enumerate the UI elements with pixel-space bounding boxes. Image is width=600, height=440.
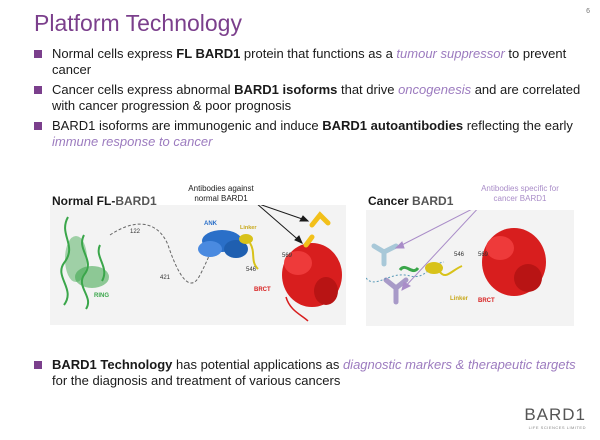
ring-label: RING: [94, 293, 109, 299]
square-bullet-icon: [34, 50, 42, 58]
antibody-icon: [371, 243, 409, 305]
bullet-text: Cancer cells express abnormal: [52, 82, 235, 97]
residue-label-569: 569: [282, 253, 293, 259]
bullet-text: to prevent cancer: [52, 46, 567, 77]
square-bullet-icon: [34, 361, 42, 369]
bullet-text: that drive: [337, 82, 399, 97]
square-bullet-icon: [34, 122, 42, 130]
cancer-bard1-structure-diagram: 546 569 Linker BRCT: [366, 210, 574, 326]
bullet-item: Cancer cells express abnormal BARD1 isof…: [34, 82, 594, 114]
linker-label: Linker: [450, 296, 469, 302]
bard1-logo: BARD1 LIFE SCIENCES LIMITED: [524, 405, 586, 430]
brct-label: BRCT: [254, 287, 271, 293]
bullet-emphasis-text: tumour suppressor: [396, 46, 505, 61]
antibody-icon: [303, 211, 331, 248]
brct-label: BRCT: [478, 298, 495, 304]
bullet-text: for the diagnosis and treatment of vario…: [52, 373, 341, 388]
residue-label-122: 122: [130, 229, 141, 235]
bullet-bold-text: FL BARD1: [176, 46, 241, 61]
heading-text: BARD1: [115, 194, 157, 208]
bullet-emphasis-text: oncogenesis: [398, 82, 472, 97]
heading-text: Normal FL-: [52, 194, 116, 208]
logo-text: BARD1: [524, 405, 586, 424]
linker-domain: [425, 262, 463, 276]
brct-domain: [282, 243, 342, 322]
bullet-bold-text: BARD1 Technology: [52, 357, 173, 372]
bottom-bullet-item: BARD1 Technology has potential applicati…: [34, 357, 592, 389]
normal-bard1-heading: Normal FL-BARD1: [52, 194, 157, 208]
linker-domain: [239, 234, 259, 270]
bullet-text: protein that functions as a: [240, 46, 397, 61]
bullet-text: Normal cells express: [52, 46, 177, 61]
bullet-text: BARD1 isoforms are immunogenic and induc…: [52, 118, 323, 133]
bullet-bold-text: BARD1 isoforms: [234, 82, 338, 97]
ank-domain: [198, 230, 248, 258]
ring-fragment: [398, 265, 420, 273]
square-bullet-icon: [34, 86, 42, 94]
normal-antibody-annotation: Antibodies against normal BARD1: [188, 184, 254, 203]
residue-label-421: 421: [160, 275, 171, 281]
linker-label: Linker: [240, 225, 257, 231]
annotation-arrows: [394, 210, 478, 291]
bullet-text: has potential applications as: [172, 357, 343, 372]
cancer-bard1-heading: Cancer BARD1: [368, 194, 453, 208]
bullet-bold-text: BARD1 autoantibodies: [322, 118, 464, 133]
slide-title: Platform Technology: [34, 10, 242, 36]
page-number: 6: [586, 8, 590, 15]
ring-domain: [60, 216, 109, 310]
heading-text: BARD1: [412, 194, 454, 208]
bullet-item: Normal cells express FL BARD1 protein th…: [34, 46, 594, 78]
bullet-list: Normal cells express FL BARD1 protein th…: [34, 46, 594, 154]
normal-bard1-structure-diagram: 122 421 546 569 RING ANK Linker BRCT: [50, 205, 346, 325]
logo-subtext: LIFE SCIENCES LIMITED: [528, 425, 586, 430]
heading-text: Cancer: [368, 194, 413, 208]
annotation-arrows: [257, 205, 310, 244]
residue-label-546: 546: [454, 252, 465, 258]
bullet-item: BARD1 isoforms are immunogenic and induc…: [34, 118, 594, 150]
bullet-emphasis-text: diagnostic markers & therapeutic targets: [342, 357, 576, 372]
residue-label-546: 546: [246, 267, 257, 273]
ank-label: ANK: [204, 221, 218, 227]
bullet-text: and are correlated with cancer progressi…: [52, 82, 581, 113]
residue-label-569: 569: [478, 252, 489, 258]
bullet-text: reflecting the early: [463, 118, 573, 133]
brct-domain: [482, 228, 546, 296]
cancer-antibody-annotation: Antibodies specific for cancer BARD1: [481, 184, 559, 203]
bullet-emphasis-text: immune response to cancer: [52, 134, 213, 149]
